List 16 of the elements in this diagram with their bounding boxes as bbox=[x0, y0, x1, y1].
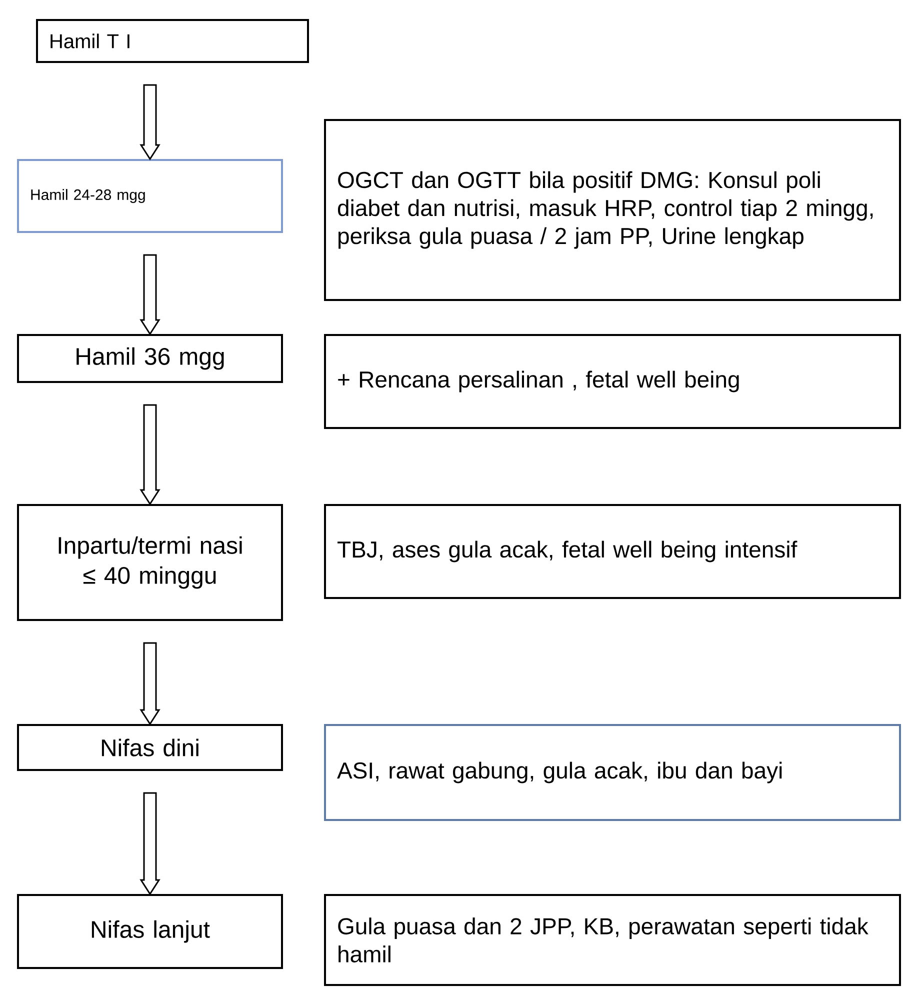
hollow-arrow bbox=[140, 254, 160, 336]
step-box: Hamil T I bbox=[36, 19, 309, 63]
step-box: Nifas dini bbox=[17, 724, 283, 771]
step-box: Hamil 36 mgg bbox=[17, 334, 283, 383]
step-box: Nifas lanjut bbox=[17, 894, 283, 969]
hollow-arrow bbox=[140, 792, 160, 896]
note-box: TBJ, ases gula acak, fetal well being intensif bbox=[324, 504, 901, 599]
note-box: Gula puasa dan 2 JPP, KB, perawatan seperti tidak hamil bbox=[324, 894, 901, 986]
note-box: OGCT dan OGTT bila positif DMG: Konsul poli diabet dan nutrisi, masuk HRP, control tiap 2 mingg, periksa gula puasa / 2 jam PP, Urine lengkap bbox=[324, 119, 901, 301]
step-box: Hamil 24-28 mgg bbox=[17, 159, 283, 233]
note-box: + Rencana persalinan , fetal well being bbox=[324, 334, 901, 429]
hollow-arrow bbox=[140, 642, 160, 726]
hollow-arrow bbox=[140, 84, 160, 160]
hollow-arrow bbox=[140, 404, 160, 506]
step-box: Inpartu/termi nasi ≤ 40 minggu bbox=[17, 504, 283, 621]
note-box: ASI, rawat gabung, gula acak, ibu dan bayi bbox=[324, 724, 901, 821]
